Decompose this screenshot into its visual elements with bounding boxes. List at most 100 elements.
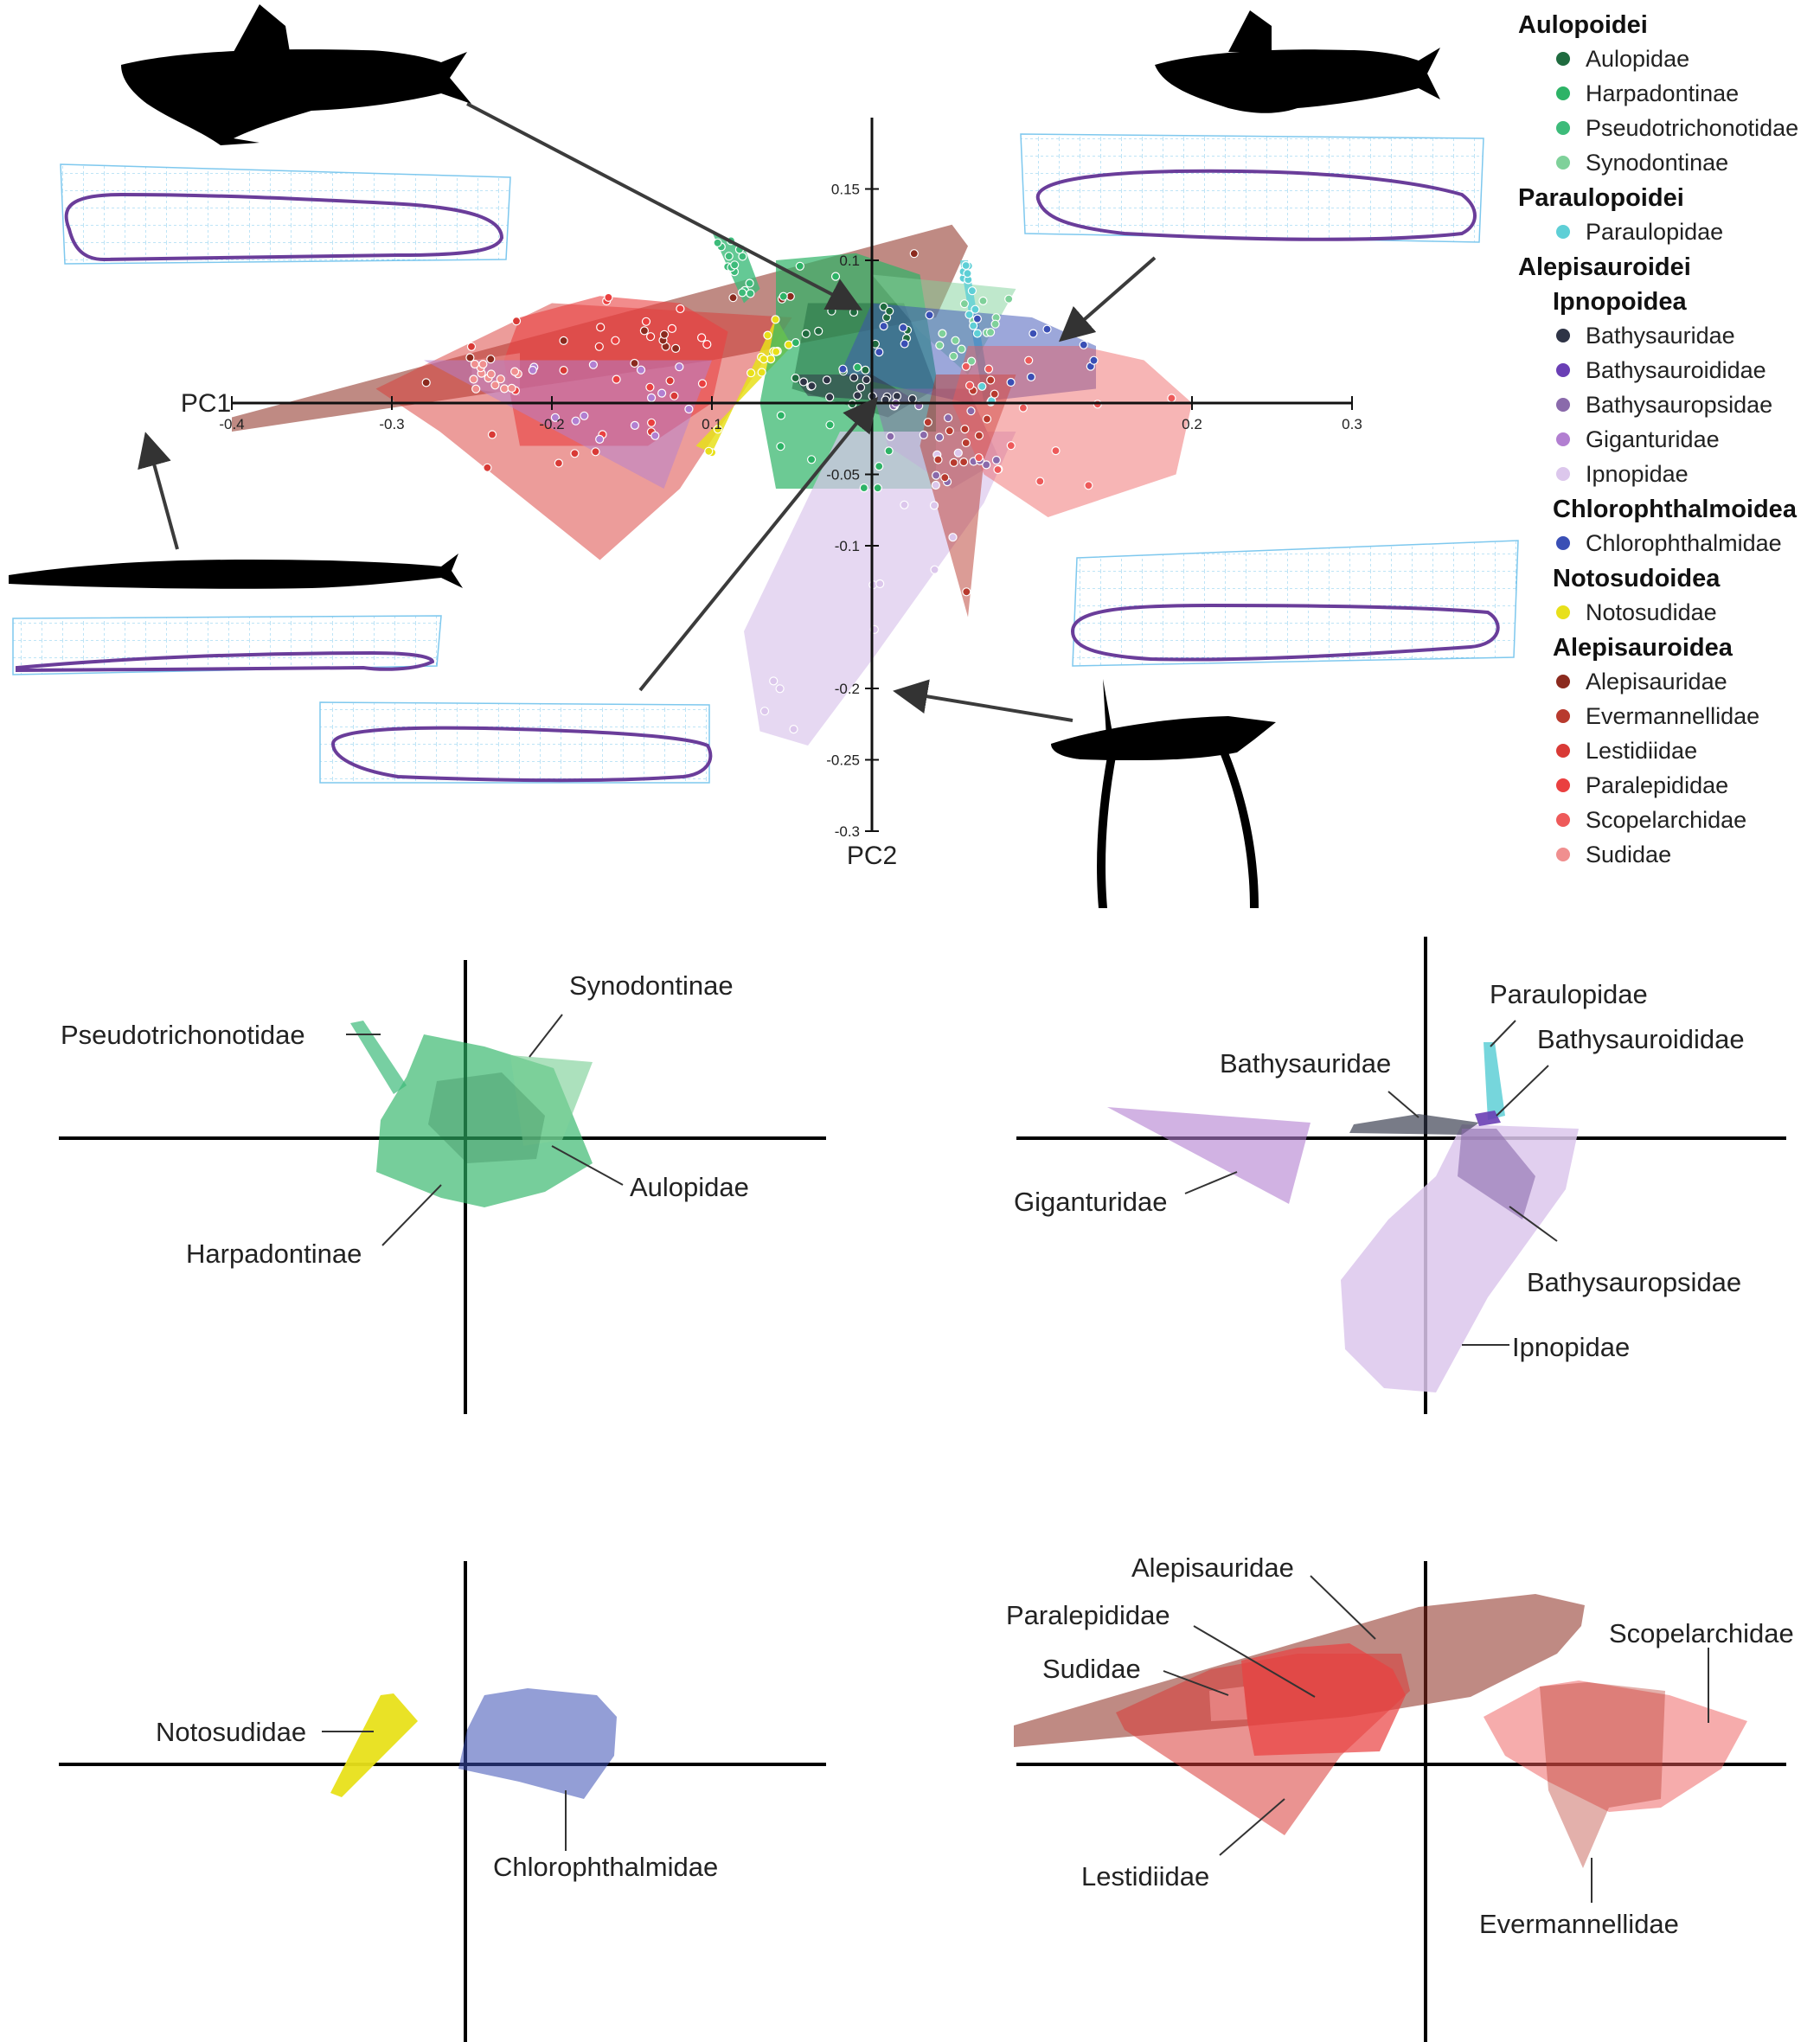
main-point (885, 306, 894, 316)
leader-paraulopidae (1490, 1020, 1516, 1047)
main-point (966, 356, 977, 366)
shape-inset-topright (1020, 133, 1484, 243)
leader-bathysauroididae (1496, 1065, 1549, 1117)
main-point (972, 314, 983, 323)
main-point (898, 323, 908, 332)
hull-scopelarchidae (1484, 1680, 1747, 1812)
shape-inset-right (1070, 540, 1519, 667)
main-point (630, 420, 640, 430)
main-point (982, 460, 991, 470)
main-point (961, 260, 971, 271)
main-point (900, 500, 909, 509)
main-point (907, 394, 917, 404)
main-hull-scopelarchidae (952, 346, 1192, 517)
legend-swatch (1556, 363, 1570, 377)
leader-synodontinae (529, 1014, 563, 1058)
legend-swatch (1556, 744, 1570, 758)
main-point (571, 416, 580, 426)
main-point (945, 426, 954, 436)
legend-swatch (1556, 156, 1570, 170)
legend-item: Evermannellidae (1586, 703, 1759, 729)
main-point (990, 319, 1000, 329)
main-point (665, 376, 675, 386)
hull-chlorophthalmidae (458, 1688, 617, 1799)
main-point (697, 379, 708, 388)
main-point (604, 292, 613, 302)
label-giganturidae: Giganturidae (1014, 1187, 1168, 1217)
main-point (827, 306, 836, 316)
main-point (675, 362, 684, 372)
leader-harpadontinae (381, 1184, 442, 1246)
main-point (713, 425, 723, 434)
x-tick-label: -0.3 (379, 416, 404, 432)
main-point (801, 329, 811, 338)
hull-evermannellidae (1540, 1682, 1665, 1868)
legend-item: Paralepididae (1586, 772, 1728, 798)
main-point (961, 438, 971, 448)
main-point (962, 587, 971, 597)
leader-bathysauridae (1387, 1091, 1419, 1118)
main-point (1051, 445, 1061, 456)
main-point (471, 384, 481, 394)
legend-heading: Alepisauroidea (1553, 634, 1733, 662)
label-notosudidae: Notosudidae (156, 1717, 306, 1747)
legend-swatch (1556, 225, 1570, 239)
main-point (630, 358, 639, 368)
legend-item: Harpadontinae (1586, 80, 1739, 106)
main-point (960, 425, 970, 434)
main-point (982, 414, 992, 424)
main-point (856, 382, 866, 392)
main-point (974, 431, 984, 440)
main-point (746, 289, 755, 298)
main-point (974, 453, 984, 463)
main-point (961, 362, 971, 371)
main-hull-evermannellidae (920, 374, 1016, 618)
legend-item: Giganturidae (1586, 426, 1720, 452)
main-point (570, 449, 580, 458)
label-evermannellidae: Evermannellidae (1479, 1909, 1679, 1939)
main-point (646, 418, 657, 427)
main-point (469, 374, 478, 384)
main-point (670, 343, 681, 353)
main-point (957, 344, 966, 354)
label-chlorophthalmidae: Chlorophthalmidae (493, 1852, 718, 1882)
main-point (745, 278, 754, 288)
main-point (1079, 340, 1088, 349)
main-point (757, 368, 766, 377)
main-point (966, 406, 976, 416)
main-point (779, 291, 788, 301)
main-point (550, 413, 561, 422)
legend-swatch (1556, 605, 1570, 619)
main-point (930, 565, 939, 574)
main-point (986, 375, 996, 385)
main-point (985, 328, 996, 337)
main-point (776, 411, 786, 420)
leader-bathysauropsidae (1509, 1206, 1558, 1242)
main-point (645, 382, 655, 392)
main-point (511, 317, 522, 326)
leader-sudidae (1163, 1670, 1229, 1696)
main-point (595, 434, 605, 444)
main-point (934, 432, 945, 442)
shape-inset-topleft (60, 163, 511, 265)
main-point (775, 684, 785, 694)
main-point (959, 299, 970, 309)
main-point (873, 483, 882, 493)
x-tick-label: 0.2 (1182, 416, 1202, 432)
legend-item: Chlorophthalmidae (1586, 530, 1782, 556)
label-lestidiidae: Lestidiidae (1081, 1861, 1209, 1892)
legend-heading: Alepisauroidei (1518, 253, 1691, 281)
main-point (849, 307, 859, 317)
y-tick-label: -0.05 (826, 467, 860, 483)
main-point (509, 367, 520, 376)
main-point (807, 381, 817, 391)
main-point (588, 360, 599, 369)
label-paralepididae: Paralepididae (1006, 1600, 1170, 1630)
main-point (879, 322, 888, 331)
main-point (879, 302, 888, 311)
y-tick-label: -0.25 (826, 752, 860, 769)
main-point (1006, 441, 1016, 451)
shape-inset-left (12, 615, 442, 675)
legend-swatch (1556, 121, 1570, 135)
